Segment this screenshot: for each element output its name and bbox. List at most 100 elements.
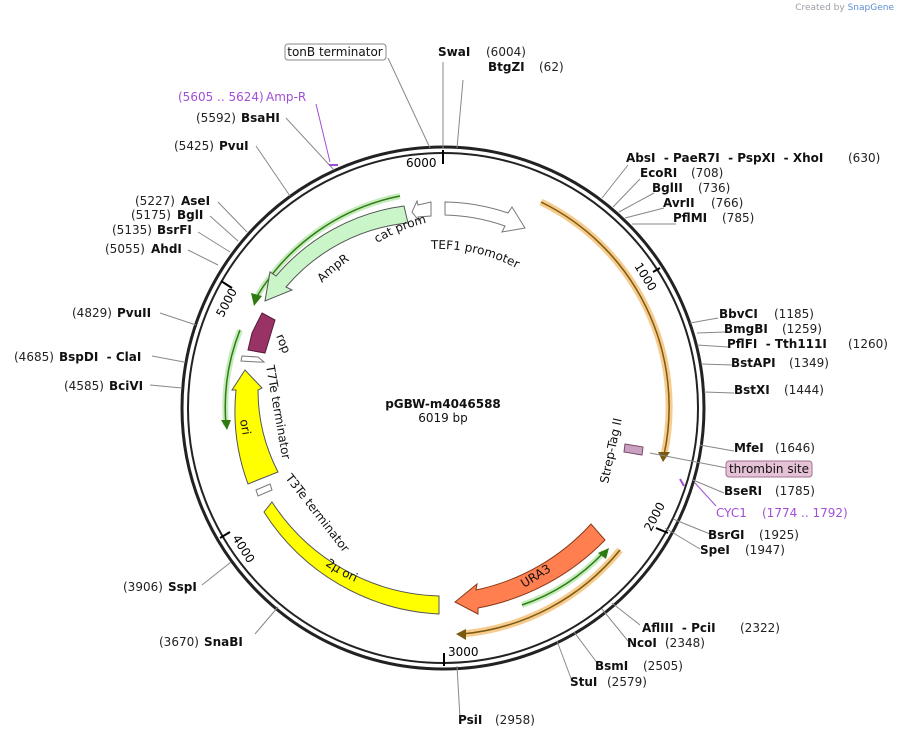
site-bspdi-pos: (4685)	[14, 350, 54, 364]
site-bcivi-pos: (4585)	[64, 379, 104, 393]
site-bsahi-name[interactable]: BsaHI	[241, 111, 280, 125]
t7te-terminator-arrow[interactable]	[240, 355, 266, 363]
green-arc-ura3-line	[521, 551, 605, 606]
site-ahdi-pos: (5055)	[105, 242, 145, 256]
site-bstxi-name[interactable]: BstXI	[734, 383, 770, 397]
tonb-terminator-box[interactable]	[284, 43, 387, 61]
rop-label: rop	[273, 332, 293, 355]
orange-arc-right	[539, 198, 673, 456]
site-asei-pos: (5227)	[135, 194, 175, 208]
tick-label-6000: 6000	[406, 156, 437, 170]
site-avrii-name[interactable]: AvrII	[663, 196, 695, 210]
tick-marks	[219, 150, 669, 666]
site-bgli-pos: (5175)	[131, 208, 171, 222]
site-ahdi-name[interactable]: AhdI	[151, 242, 182, 256]
thrombin-site-label: thrombin site	[729, 462, 809, 476]
site-bgli-name[interactable]: BglI	[177, 208, 203, 222]
thrombin-site-box[interactable]	[725, 460, 813, 478]
tef1-promoter-arrow[interactable]	[444, 201, 526, 233]
tick-5000	[220, 280, 233, 289]
site-bcivi-name[interactable]: BciVI	[109, 379, 143, 393]
tick-2000	[655, 527, 669, 534]
strep-tag-ii-label: Strep-Tag II	[597, 417, 625, 485]
site-pvui-name[interactable]: PvuI	[219, 139, 249, 153]
site-bsmi-name[interactable]: BsmI	[595, 659, 628, 673]
tick-label-3000: 3000	[448, 645, 479, 659]
site-afliii-pos: (2322)	[740, 621, 780, 635]
site-pvuii-name[interactable]: PvuII	[117, 306, 151, 320]
site-bmgbi-name[interactable]: BmgBI	[724, 322, 768, 336]
site-bmgbi-pos: (1259)	[782, 322, 822, 336]
site-btgzi-name[interactable]: BtgZI	[488, 60, 525, 74]
site-snabi-name[interactable]: SnaBI	[204, 635, 243, 649]
site-bseri-pos: (1785)	[775, 484, 815, 498]
site-psii-pos: (2958)	[495, 713, 535, 727]
tick-1000	[652, 267, 661, 273]
site-bstapi-name[interactable]: BstAPI	[731, 356, 776, 370]
site-mfei-name[interactable]: MfeI	[734, 441, 764, 455]
site-sspi-name[interactable]: SspI	[168, 580, 197, 594]
site-bspdi-name[interactable]: BspDI - ClaI	[59, 350, 141, 364]
ori-label: ori	[237, 418, 253, 436]
site-bsrfi-name[interactable]: BsrFI	[157, 223, 192, 237]
leader-lines	[149, 57, 735, 719]
t3te-terminator-arrow[interactable]	[255, 483, 273, 497]
site-swai-pos: (6004)	[486, 45, 526, 59]
site-pflmi-name[interactable]: PflMI	[673, 211, 707, 225]
green-arc-ori-head	[221, 420, 231, 430]
site-bsrgi-name[interactable]: BsrGI	[708, 528, 745, 542]
tick-4000	[219, 531, 231, 539]
two-mu-ori-arrow[interactable]	[263, 501, 440, 615]
site-bsahi-pos: (5592)	[196, 111, 236, 125]
strep-tag-ii-box[interactable]	[623, 443, 644, 456]
cyc1-range: (1774 .. 1792)	[762, 506, 848, 520]
cat-promoter-arrow[interactable]	[411, 199, 432, 222]
site-bglii-name[interactable]: BglII	[652, 181, 683, 195]
site-bglii-pos: (736)	[698, 181, 730, 195]
site-bstapi-pos: (1349)	[789, 356, 829, 370]
plasmid-name: pGBW-m4046588	[385, 397, 501, 411]
credit-prefix: Created by	[795, 3, 845, 13]
site-ncoi-name[interactable]: NcoI	[627, 636, 657, 650]
ampr-arrow[interactable]	[264, 205, 409, 302]
amp-r-name: Amp-R	[266, 90, 306, 104]
site-ecori-name[interactable]: EcoRI	[640, 166, 677, 180]
tick-label-4000: 4000	[229, 532, 257, 565]
site-sspi-pos: (3906)	[123, 580, 163, 594]
site-pflfi-pos: (1260)	[848, 337, 888, 351]
ura3-arrow[interactable]	[454, 523, 606, 615]
site-absi-group-pos: (630)	[848, 151, 880, 165]
t7te-terminator-label: T7Te terminator	[263, 363, 294, 460]
site-bstxi-pos: (1444)	[784, 383, 824, 397]
site-bbvci-pos: (1185)	[774, 307, 814, 321]
tonb-terminator-label: tonB terminator	[287, 45, 383, 59]
site-pflfi-name[interactable]: PflFI - Tth111I	[727, 337, 827, 351]
site-spei-pos: (1947)	[745, 543, 785, 557]
orange-arc-bottom-head	[456, 629, 466, 640]
site-bsrgi-pos: (1925)	[759, 528, 799, 542]
green-arc-ura3-head	[598, 548, 609, 559]
site-afliii-name[interactable]: AflIII - PciI	[642, 621, 716, 635]
site-psii-name[interactable]: PsiI	[458, 713, 482, 727]
site-bbvci-name[interactable]: BbvCI	[719, 307, 758, 321]
tef1-promoter-label: TEF1 promoter	[430, 238, 522, 271]
plasmid-size: 6019 bp	[418, 411, 468, 425]
orange-arc-right-line	[540, 201, 670, 456]
snapgene-credit: Created by SnapGene	[795, 3, 894, 13]
orange-arc-right-head	[658, 452, 670, 462]
tick-label-2000: 2000	[641, 500, 668, 534]
green-arc-ampr-head	[251, 293, 262, 306]
site-stui-name[interactable]: StuI	[570, 675, 597, 689]
site-pvui-pos: (5425)	[174, 139, 214, 153]
site-absi-group-name[interactable]: AbsI - PaeR7I - PspXI - XhoI	[626, 151, 823, 165]
site-swai-name[interactable]: SwaI	[438, 45, 470, 59]
site-pvuii-pos: (4829)	[72, 306, 112, 320]
rop-arrow[interactable]	[247, 312, 276, 354]
site-asei-name[interactable]: AseI	[181, 194, 210, 208]
ori-arrow[interactable]	[231, 369, 279, 485]
site-mfei-pos: (1646)	[775, 441, 815, 455]
site-spei-name[interactable]: SpeI	[700, 543, 730, 557]
snapgene-brand: SnapGene	[847, 3, 894, 13]
site-bseri-name[interactable]: BseRI	[724, 484, 762, 498]
cyc1-name: CYC1	[716, 506, 747, 520]
